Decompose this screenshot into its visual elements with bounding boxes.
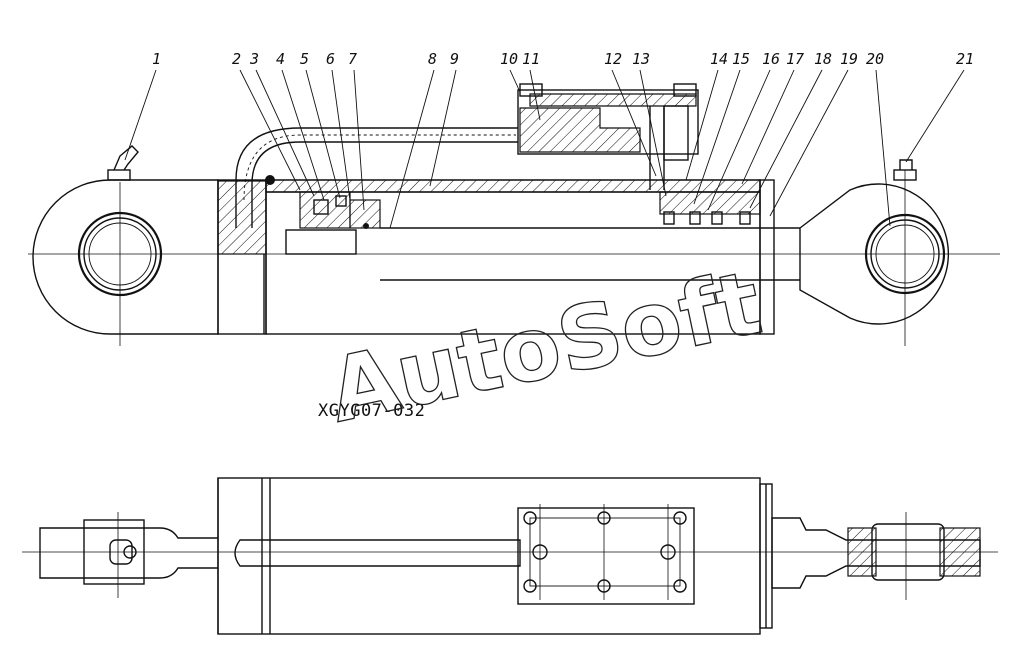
callout-17: 17 [786,50,804,68]
right-rod-eye [799,170,950,346]
piston-rod [380,227,800,281]
valve-block [517,83,699,190]
callout-8: 8 [428,50,437,68]
callout-9: 9 [450,50,459,68]
plan-right-rod-end [771,512,981,600]
plan-barrel [217,477,773,635]
callout-12: 12 [604,50,622,68]
plan-valve-block [517,504,695,605]
grease-fitting-right [893,159,917,181]
callout-2: 2 [232,50,241,68]
callout-5: 5 [300,50,309,68]
callout-numbers: 1 2 3 4 5 6 7 8 9 10 11 12 13 14 15 16 1… [152,50,974,68]
plan-oil-tube [234,539,521,567]
callout-7: 7 [348,50,357,68]
callout-16: 16 [762,50,780,68]
gland [659,179,775,335]
leader-lines [124,69,965,229]
oil-tube [235,127,518,228]
drawing-code: XGYG07-032 [318,401,425,421]
callout-4: 4 [276,50,285,68]
callout-13: 13 [632,50,650,68]
callout-19: 19 [840,50,858,68]
grease-fitting-left [107,145,139,181]
callout-1: 1 [152,50,161,68]
callout-15: 15 [732,50,750,68]
callout-6: 6 [326,50,335,68]
callout-21: 21 [956,50,974,68]
callout-10: 10 [500,50,518,68]
callout-11: 11 [522,50,540,68]
plan-view [22,477,998,635]
plan-left-clevis [39,512,219,598]
callout-20: 20 [866,50,884,68]
callout-14: 14 [710,50,728,68]
end-cap [217,179,267,335]
piston [265,175,381,255]
left-rod-eye [32,179,219,346]
section-view: 1 2 3 4 5 6 7 8 9 10 11 12 13 14 15 16 1… [28,50,1000,421]
callout-18: 18 [814,50,832,68]
callout-3: 3 [249,50,259,68]
